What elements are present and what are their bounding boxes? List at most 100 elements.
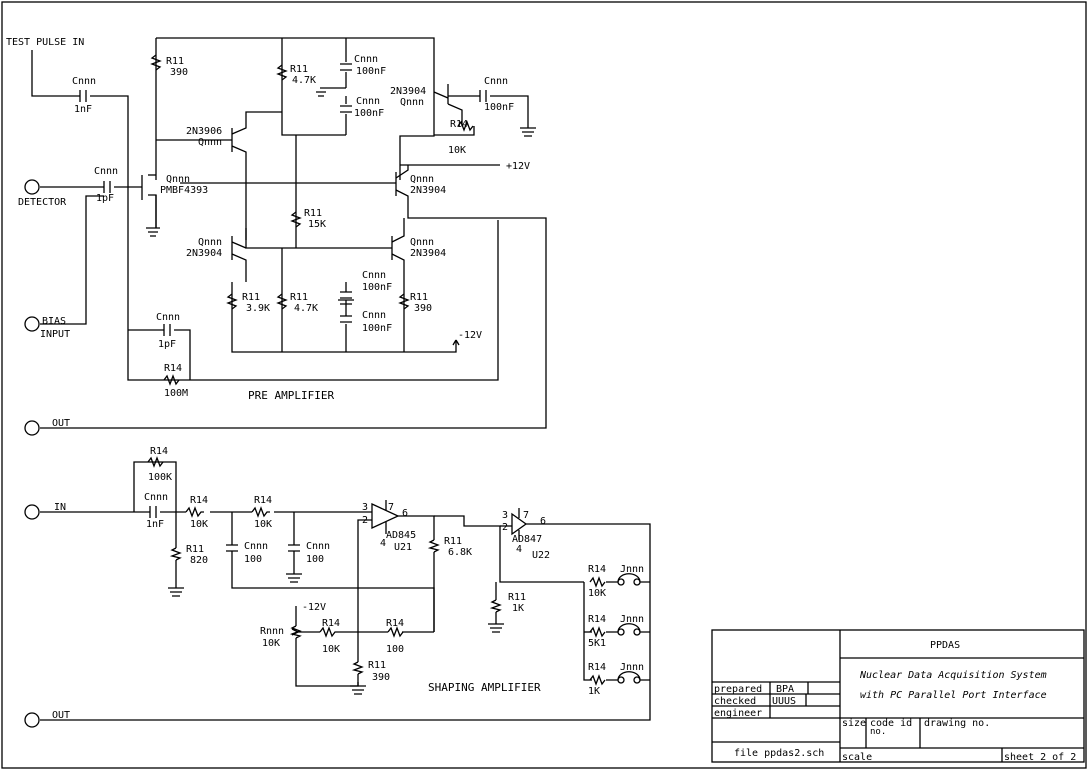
- pin-label: 2: [362, 515, 368, 526]
- pin-label: 3: [502, 510, 508, 521]
- r14-ref: R14: [588, 614, 606, 625]
- c-ref: Cnnn: [244, 541, 268, 552]
- preamp-labels: TEST PULSE IN DETECTOR BIAS INPUT OUT PR…: [6, 37, 530, 429]
- scale-label: scale: [842, 752, 872, 763]
- q-val: 2N3904: [410, 248, 446, 259]
- r14-ref: R14: [164, 363, 182, 374]
- file-label: file ppdas2.sch: [734, 748, 824, 759]
- resistor-symbol: [150, 54, 162, 71]
- in-label: IN: [54, 502, 66, 513]
- code-no-label: no.: [870, 727, 886, 737]
- r11-val: 390: [372, 672, 390, 683]
- sheet-label: sheet 2 of 2: [1004, 752, 1076, 763]
- c-val: 1nF: [146, 519, 164, 530]
- q-ref: Qnnn: [410, 237, 434, 248]
- r14-ref: R14: [150, 446, 168, 457]
- jfet-ref: Qnnn: [166, 174, 190, 185]
- project-desc-2: with PC Parallel Port Interface: [860, 690, 1047, 701]
- jfet-val: PMBF4393: [160, 185, 208, 196]
- code-id-label: code id: [870, 718, 912, 729]
- jumper-label: Jnnn: [620, 662, 644, 673]
- r11-ref: R11: [410, 292, 428, 303]
- r11-val: 4.7K: [292, 75, 316, 86]
- project-desc-1: Nuclear Data Acquisition System: [859, 670, 1047, 681]
- r11-val: 390: [170, 67, 188, 78]
- c-val: 100nF: [362, 282, 392, 293]
- r14-ref: R14: [588, 662, 606, 673]
- shaper-title: SHAPING AMPLIFIER: [428, 681, 541, 694]
- supply-neg-label: -12V: [458, 330, 482, 341]
- opamp-ref: U21: [394, 542, 412, 553]
- opamp-part: AD847: [512, 534, 542, 545]
- input-label: INPUT: [40, 329, 70, 340]
- prepared-value: BPA: [776, 684, 794, 695]
- r11-val: 6.8K: [448, 547, 472, 558]
- c-val: 1pF: [158, 339, 176, 350]
- preamp-components: [24, 54, 536, 436]
- project-name: PPDAS: [930, 640, 960, 651]
- c-val: 100: [306, 554, 324, 565]
- bias-label: BIAS: [42, 316, 66, 327]
- r11-val: 1K: [512, 603, 524, 614]
- r11-val: 3.9K: [246, 303, 270, 314]
- c-val: 100: [244, 554, 262, 565]
- engineer-label: engineer: [714, 708, 762, 719]
- r14-val: 10K: [588, 588, 606, 599]
- q-val: 2N3904: [410, 185, 446, 196]
- c-ref: Cnnn: [72, 76, 96, 87]
- r11-ref: R11: [508, 592, 526, 603]
- r14-val: 1K: [588, 686, 600, 697]
- pin-label: 2: [502, 522, 508, 533]
- r14-val: 10K: [254, 519, 272, 530]
- pot-val: 10K: [262, 638, 280, 649]
- preamp-title: PRE AMPLIFIER: [248, 389, 334, 402]
- r11-ref: R11: [368, 660, 386, 671]
- r11-ref: R11: [242, 292, 260, 303]
- r11-val: 15K: [308, 219, 326, 230]
- r14-val: 10K: [322, 644, 340, 655]
- c-val: 1pF: [96, 193, 114, 204]
- out-label: OUT: [52, 418, 70, 429]
- pin-label: 4: [380, 538, 386, 549]
- pin-label: 6: [540, 516, 546, 527]
- opamp-ref: U22: [532, 550, 550, 561]
- q-ref: Qnnn: [410, 174, 434, 185]
- detector-label: DETECTOR: [18, 197, 67, 208]
- c-ref: Cnnn: [156, 312, 180, 323]
- drawing-no-label: drawing no.: [924, 718, 990, 729]
- q-val: 2N3904: [186, 248, 222, 259]
- c-val: 100nF: [362, 323, 392, 334]
- r14-ref: R14: [254, 495, 272, 506]
- r11-val: 820: [190, 555, 208, 566]
- test-pulse-label: TEST PULSE IN: [6, 37, 84, 48]
- r11-ref: R11: [444, 536, 462, 547]
- r14-val: 100M: [164, 388, 188, 399]
- checked-label: checked: [714, 696, 756, 707]
- r14-ref: R14: [386, 618, 404, 629]
- r14-ref: R14: [588, 564, 606, 575]
- c-ref: Cnnn: [484, 76, 508, 87]
- supply-neg-label: -12V: [302, 602, 326, 613]
- c-ref: Cnnn: [362, 270, 386, 281]
- r11-ref: R11: [304, 208, 322, 219]
- r14-val: 100: [386, 644, 404, 655]
- q-ref: Qnnn: [198, 237, 222, 248]
- c-ref: Cnnn: [362, 310, 386, 321]
- checked-value: UUUS: [772, 696, 796, 707]
- r11-ref: R11: [290, 64, 308, 75]
- c-val: 100nF: [484, 102, 514, 113]
- c-val: 1nF: [74, 104, 92, 115]
- r14-ref: R14: [322, 618, 340, 629]
- c-ref: Cnnn: [356, 96, 380, 107]
- r14-ref: R14: [450, 119, 468, 130]
- c-ref: Cnnn: [306, 541, 330, 552]
- pin-label: 6: [402, 508, 408, 519]
- r11-ref: R11: [290, 292, 308, 303]
- r14-val: 100K: [148, 472, 172, 483]
- c-ref: Cnnn: [94, 166, 118, 177]
- q-ref: Qnnn: [400, 97, 424, 108]
- prepared-label: prepared: [714, 684, 762, 695]
- q-val: 2N3904: [390, 86, 426, 97]
- pin-label: 3: [362, 502, 368, 513]
